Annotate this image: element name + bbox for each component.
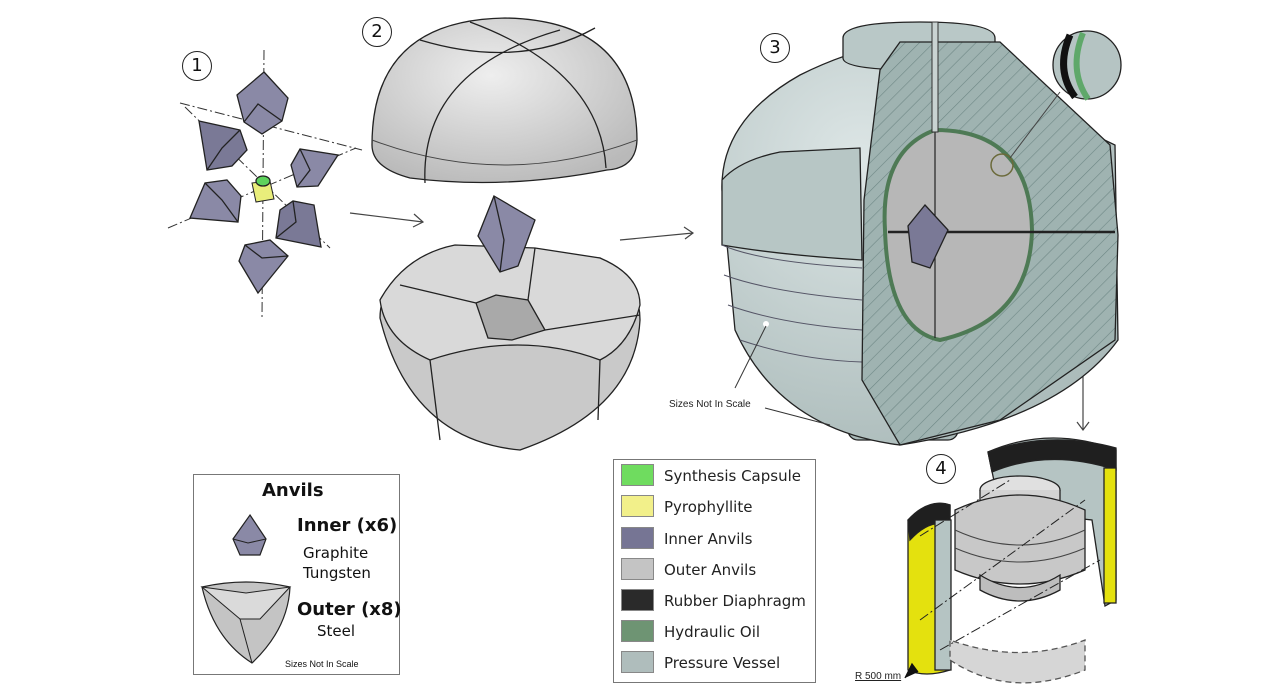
legend-swatch bbox=[621, 620, 654, 642]
legend-swatch bbox=[621, 651, 654, 673]
outer-anvil-top-dome bbox=[371, 17, 638, 184]
inner-anvil-center bbox=[477, 195, 536, 273]
inner-anvil-left bbox=[189, 179, 242, 223]
legend-label: Inner Anvils bbox=[664, 530, 753, 548]
outer-anvil-bottom-half bbox=[379, 195, 641, 451]
vessel-scale-note: Sizes Not In Scale bbox=[669, 399, 751, 410]
outer-anvil-label: Outer (x8) bbox=[297, 599, 402, 620]
legend-swatch bbox=[621, 527, 654, 549]
inner-anvil-upper-right bbox=[290, 148, 340, 188]
inner-anvil-right bbox=[275, 200, 322, 248]
inner-anvils-exploded bbox=[167, 49, 363, 319]
pressure-vessel bbox=[721, 21, 1122, 446]
legend-label: Synthesis Capsule bbox=[664, 467, 801, 485]
step-4-badge: 4 bbox=[926, 454, 956, 484]
legend-swatch bbox=[621, 589, 654, 611]
anvils-scale-note: Sizes Not In Scale bbox=[285, 659, 359, 669]
materials-legend: Synthesis Capsule Pyrophyllite Inner Anv… bbox=[613, 459, 816, 683]
synthesis-capsule bbox=[255, 175, 271, 187]
inner-material-graphite: Graphite bbox=[303, 544, 369, 562]
step-1-badge: 1 bbox=[182, 51, 212, 81]
legend-swatch bbox=[621, 558, 654, 580]
inner-material-tungsten: Tungsten bbox=[303, 564, 371, 582]
inner-anvil-top bbox=[236, 71, 289, 135]
legend-label: Outer Anvils bbox=[664, 561, 757, 579]
detail-magnifier bbox=[1052, 30, 1122, 101]
legend-label: Pyrophyllite bbox=[664, 498, 753, 516]
inner-anvil-icon bbox=[232, 513, 267, 556]
anvils-panel-title: Anvils bbox=[262, 480, 324, 501]
anvils-panel: Anvils Inner (x6) Graphite Tungsten Oute… bbox=[193, 474, 402, 675]
radius-label: R 500 mm bbox=[855, 671, 902, 682]
vessel-cutaway bbox=[904, 437, 1117, 684]
step-3-badge: 3 bbox=[760, 33, 790, 63]
step-2-badge: 2 bbox=[362, 17, 392, 47]
legend-swatch bbox=[621, 464, 654, 486]
inner-anvil-label: Inner (x6) bbox=[297, 515, 398, 536]
inner-anvil-upper-left bbox=[198, 120, 248, 171]
legend-label: Pressure Vessel bbox=[664, 654, 781, 672]
legend-label: Rubber Diaphragm bbox=[664, 592, 806, 610]
legend-swatch bbox=[621, 495, 654, 517]
legend-label: Hydraulic Oil bbox=[664, 623, 761, 641]
outer-anvil-icon bbox=[200, 581, 292, 664]
outer-material-steel: Steel bbox=[317, 622, 356, 640]
inner-anvil-core bbox=[907, 204, 949, 269]
inner-anvil-bottom bbox=[238, 239, 289, 295]
